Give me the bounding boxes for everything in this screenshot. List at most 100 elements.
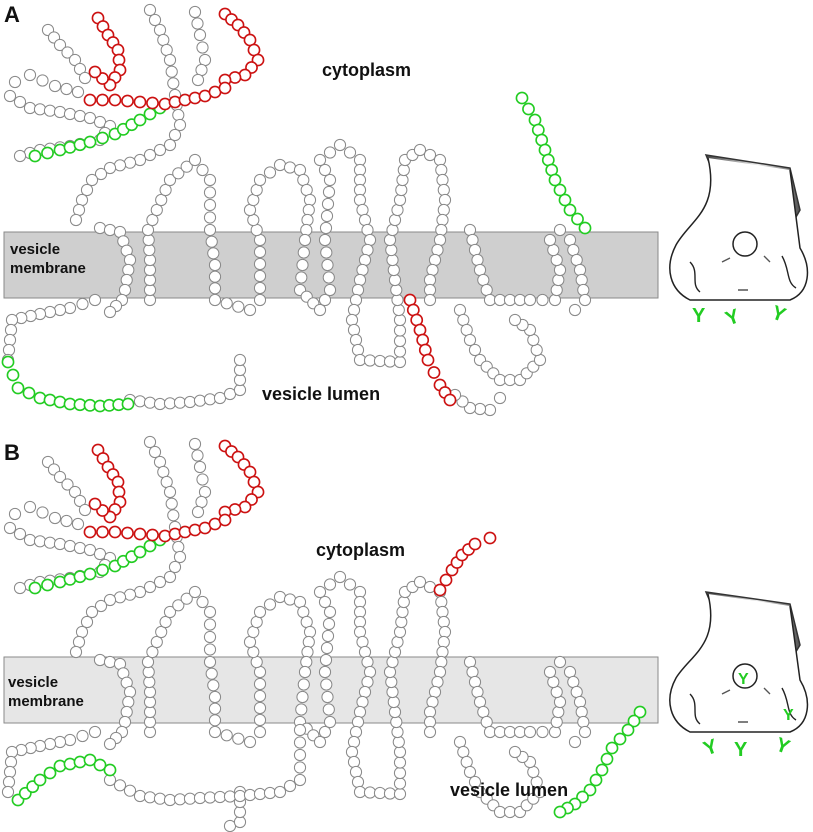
- synapse-cartoon-b: [669, 591, 809, 733]
- residue-bead: [165, 497, 178, 510]
- residue-bead: [8, 507, 22, 521]
- residue-bead: [397, 595, 410, 609]
- residue-bead: [293, 773, 307, 787]
- residue-bead: [393, 756, 407, 769]
- residue-bead: [232, 300, 245, 313]
- residue-bead: [322, 185, 336, 199]
- residue-bead: [433, 665, 447, 679]
- residue-bead: [318, 163, 332, 177]
- residue-bead: [123, 156, 137, 169]
- residue-bead: [319, 653, 333, 667]
- residue-bead: [363, 665, 377, 679]
- residue-bead: [205, 667, 218, 680]
- residue-bead: [13, 527, 27, 541]
- residue-bead: [347, 303, 361, 317]
- epitope-residue-bead: [558, 193, 572, 207]
- residue-bead: [493, 391, 507, 405]
- residue-bead: [356, 695, 369, 709]
- residue-bead: [63, 107, 77, 121]
- residue-bead: [208, 690, 222, 704]
- residue-bead: [297, 173, 310, 187]
- residue-bead: [349, 293, 363, 307]
- residue-bead: [80, 183, 94, 197]
- residue-bead: [253, 281, 267, 295]
- residue-bead: [356, 635, 369, 649]
- residue-bead: [71, 517, 85, 531]
- residue-bead: [243, 203, 257, 217]
- residue-bead: [122, 695, 135, 709]
- residue-bead: [165, 65, 178, 78]
- residue-bead: [466, 233, 479, 247]
- residue-bead: [2, 343, 16, 357]
- residue-bead: [473, 695, 487, 709]
- residue-bead: [393, 766, 407, 780]
- residue-bead: [203, 173, 217, 187]
- residue-bead: [358, 253, 372, 267]
- residue-bead: [103, 305, 117, 319]
- residue-bead: [220, 729, 233, 742]
- residue-bead: [143, 685, 157, 699]
- residue-bead: [63, 539, 77, 553]
- residue-bead: [433, 233, 447, 247]
- residue-bead: [543, 665, 557, 679]
- residue-bead: [392, 303, 405, 317]
- residue-bead: [118, 715, 132, 729]
- residue-bead: [383, 355, 397, 368]
- residue-bead: [243, 788, 257, 802]
- residue-bead: [5, 745, 19, 759]
- residue-bead: [353, 625, 367, 639]
- residue-bead: [297, 678, 310, 691]
- residue-bead: [303, 625, 317, 639]
- residue-bead: [318, 595, 332, 609]
- epitope-residue-bead: [515, 91, 529, 105]
- residue-bead: [4, 323, 18, 337]
- residue-bead: [349, 765, 363, 779]
- antibody-icon: Y: [783, 707, 794, 724]
- residue-bead: [431, 675, 444, 689]
- residue-bead: [5, 313, 19, 327]
- epitope-residue-bead: [121, 397, 135, 411]
- residue-bead: [437, 635, 450, 649]
- residue-bead: [570, 685, 583, 699]
- residue-bead: [356, 203, 369, 217]
- residue-bead: [123, 685, 137, 699]
- residue-bead: [483, 403, 497, 417]
- residue-bead: [88, 725, 102, 739]
- residue-bead: [553, 263, 567, 277]
- residue-bead: [313, 153, 327, 167]
- residue-bead: [550, 715, 563, 729]
- residue-bead: [463, 333, 477, 347]
- residue-bead: [253, 293, 267, 307]
- highlighted-residue-bead: [83, 93, 97, 107]
- residue-bead: [480, 715, 493, 729]
- residue-bead: [353, 353, 367, 367]
- residue-bead: [471, 685, 484, 699]
- residue-bead: [436, 173, 449, 187]
- residue-bead: [298, 233, 312, 247]
- residue-bead: [250, 655, 263, 669]
- residue-bead: [293, 163, 307, 177]
- epitope-residue-bead: [633, 705, 647, 719]
- residue-bead: [393, 334, 407, 348]
- residue-bead: [575, 273, 588, 287]
- residue-bead: [533, 353, 547, 367]
- residue-bead: [437, 203, 450, 217]
- epitope-residue-bead: [548, 173, 562, 187]
- residue-bead: [468, 343, 482, 357]
- residue-bead: [120, 273, 133, 287]
- residue-bead: [302, 203, 315, 217]
- residue-bead: [563, 665, 577, 679]
- residue-bead: [93, 221, 107, 235]
- residue-bead: [313, 585, 327, 599]
- residue-bead: [383, 787, 397, 800]
- residue-bead: [273, 785, 287, 799]
- residue-bead: [253, 677, 267, 691]
- residue-bead: [183, 792, 197, 805]
- residue-bead: [393, 777, 407, 790]
- residue-bead: [60, 82, 73, 96]
- bouton-outline-a: [669, 157, 809, 301]
- residue-bead: [353, 785, 367, 799]
- residue-bead: [3, 89, 17, 103]
- epitope-residue-bead: [133, 113, 147, 127]
- residue-bead: [160, 475, 173, 489]
